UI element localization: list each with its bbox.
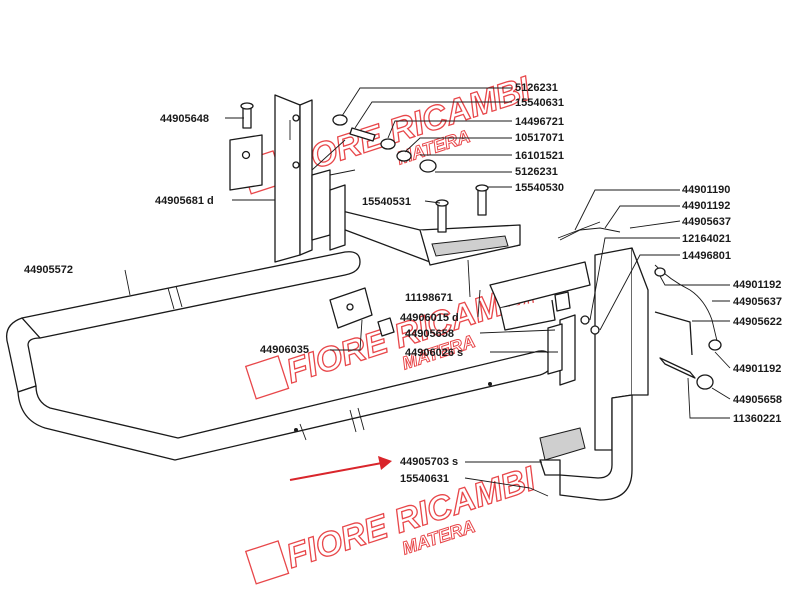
- watermark-logo-box: [244, 540, 290, 585]
- highlight-arrow: [289, 456, 392, 481]
- part-labels: 44905648 44905681 d 44905572 44906035 51…: [24, 82, 782, 485]
- part-label-5126231-top: 5126231: [515, 82, 558, 94]
- part-label-5126231-bottom: 5126231: [515, 166, 558, 178]
- part-label-44901192-bottom: 44901192: [733, 363, 781, 375]
- part-label-14496721: 14496721: [515, 116, 564, 128]
- part-label-44905572: 44905572: [24, 264, 73, 276]
- part-label-15540631-top: 15540631: [515, 97, 564, 109]
- watermark-brand-text: FIORE RICAMBI: [277, 69, 536, 186]
- tube-frame: [5, 251, 554, 461]
- hardware-stack: [332, 114, 437, 173]
- leader-lines: [124, 87, 731, 497]
- right-hitch-assembly: [489, 247, 649, 501]
- part-label-44905658-center: 44905658: [405, 328, 454, 340]
- part-label-44905648: 44905648: [160, 113, 209, 125]
- part-label-44901192-top: 44901192: [682, 200, 730, 212]
- chain-and-pin: [557, 221, 722, 390]
- part-label-44905681: 44905681 d: [155, 195, 214, 207]
- part-label-44906026: 44906026 s: [405, 347, 463, 359]
- part-label-44905658-right: 44905658: [733, 394, 782, 406]
- part-label-44905637-middle: 44905637: [733, 296, 782, 308]
- center-arm-assembly: [329, 184, 521, 337]
- part-label-15540631-bottom: 15540631: [400, 473, 449, 485]
- part-label-44901190: 44901190: [682, 184, 730, 196]
- part-label-12164021: 12164021: [682, 233, 731, 245]
- part-label-15540530: 15540530: [515, 182, 564, 194]
- part-label-10517071: 10517071: [515, 132, 564, 144]
- part-label-44901192-middle: 44901192: [733, 279, 781, 291]
- left-bracket-assembly: [229, 94, 331, 263]
- part-label-44906035: 44906035: [260, 344, 309, 356]
- part-label-11198671: 11198671: [405, 292, 453, 304]
- part-label-11360221: 11360221: [733, 413, 781, 425]
- part-label-14496801: 14496801: [682, 250, 731, 262]
- watermark-logo-box: [244, 355, 290, 400]
- part-label-44905703: 44905703 s: [400, 456, 458, 468]
- part-label-16101521: 16101521: [515, 150, 564, 162]
- part-label-44906015: 44906015 d: [400, 312, 459, 324]
- part-label-15540531: 15540531: [362, 196, 411, 208]
- part-label-44905637-top: 44905637: [682, 216, 731, 228]
- part-label-44905622: 44905622: [733, 316, 782, 328]
